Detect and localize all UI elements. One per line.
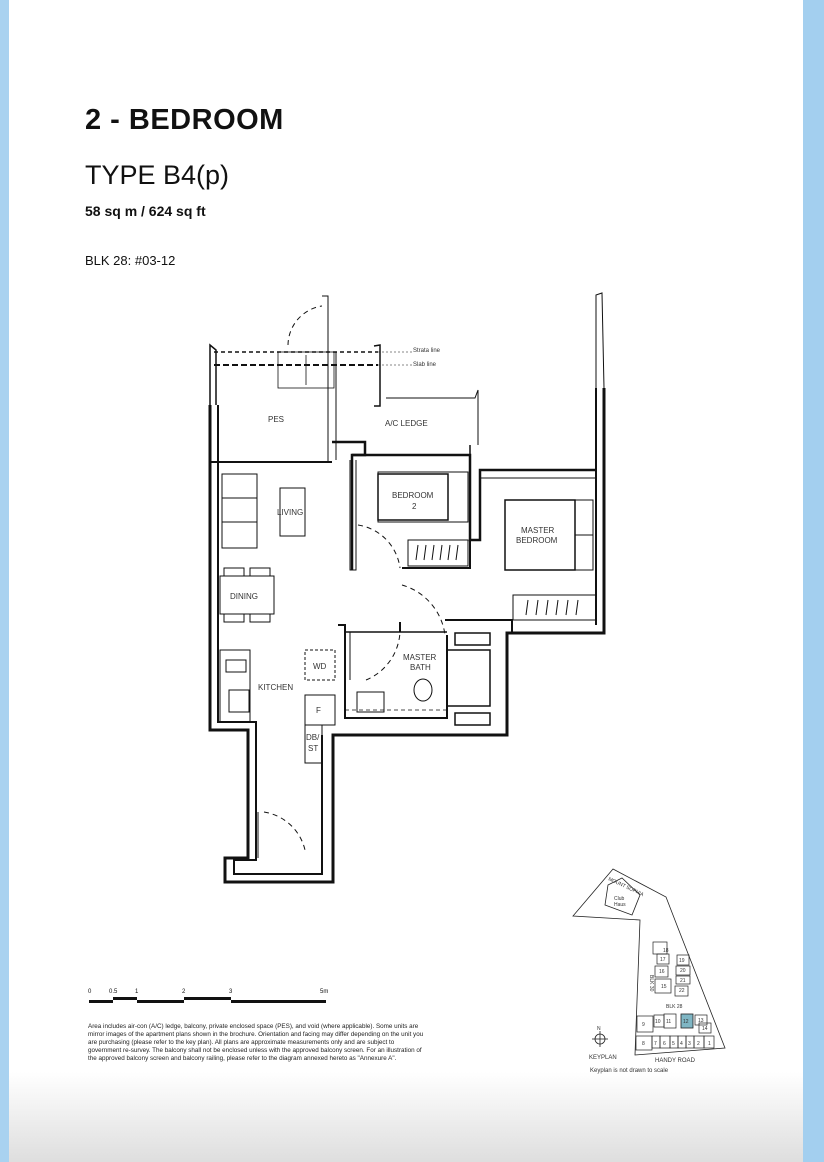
room-label-ac-ledge: A/C LEDGE <box>385 419 428 428</box>
label-washer-dryer: WD <box>313 662 327 671</box>
viewer-edge-left <box>0 0 9 1162</box>
keyplan-unit: 9 <box>642 1022 645 1028</box>
keyplan-unit: 16 <box>659 969 665 975</box>
keyplan-unit: 21 <box>680 978 686 984</box>
keyplan-unit: 5 <box>672 1041 675 1047</box>
keyplan-unit: 3 <box>688 1041 691 1047</box>
room-label-kitchen: KITCHEN <box>258 683 293 692</box>
unit-number: BLK 28: #03-12 <box>85 253 176 268</box>
scale-tick: 2 <box>182 989 186 995</box>
slab-line-label: Slab line <box>413 362 437 368</box>
keyplan-club-haus: Haus <box>614 902 626 908</box>
label-fridge: F <box>316 706 321 715</box>
keyplan-club: Club <box>614 896 625 902</box>
room-label-master: MASTER <box>521 526 555 535</box>
keyplan-unit: 4 <box>680 1041 683 1047</box>
viewer-edge-right <box>803 0 824 1162</box>
keyplan <box>572 868 726 1056</box>
room-label-living: LIVING <box>277 508 303 517</box>
keyplan-unit: 7 <box>654 1041 657 1047</box>
page-bottom-shadow <box>9 1072 803 1162</box>
room-label-dining: DINING <box>230 592 258 601</box>
keyplan-road-bottom: HANDY ROAD <box>655 1058 696 1064</box>
keyplan-unit: 12 <box>683 1019 689 1025</box>
keyplan-blk30: BLK 30 <box>648 975 654 992</box>
keyplan-unit: 14 <box>702 1026 708 1032</box>
keyplan-unit: 19 <box>679 958 685 964</box>
keyplan-unit: 17 <box>660 957 666 963</box>
keyplan-blk28: BLK 28 <box>666 1004 683 1010</box>
keyplan-unit: 8 <box>642 1041 645 1047</box>
keyplan-highlight-unit <box>680 1013 694 1029</box>
keyplan-unit: 18 <box>663 948 669 954</box>
scale-tick: 3 <box>229 989 233 995</box>
room-label-master-bath: MASTER <box>403 653 437 662</box>
keyplan-unit: 2 <box>697 1041 700 1047</box>
keyplan-unit: 6 <box>663 1041 666 1047</box>
scale-tick: 0 <box>88 989 92 995</box>
label-db: DB/ <box>306 733 320 742</box>
scale-tick: 0.5 <box>109 989 118 995</box>
room-label-master-bedroom: BEDROOM <box>516 536 558 545</box>
keyplan-label: KEYPLAN <box>589 1055 617 1061</box>
unit-type: TYPE B4(p) <box>85 160 230 190</box>
keyplan-unit: 10 <box>655 1019 661 1025</box>
keyplan-unit: 11 <box>666 1019 671 1025</box>
disclaimer-text: Area includes air-con (A/C) ledge, balco… <box>88 1023 424 1062</box>
keyplan-unit: 1 <box>708 1041 711 1047</box>
room-label-bedroom2: BEDROOM <box>392 491 434 500</box>
label-st: ST <box>308 744 318 753</box>
room-label-bath: BATH <box>410 663 431 672</box>
scale-bar <box>89 997 326 1003</box>
keyplan-road-top: MOUNT SOPHIA <box>607 876 645 898</box>
keyplan-unit: 13 <box>698 1018 704 1024</box>
strata-line-label: Strata line <box>413 348 441 354</box>
keyplan-unit: 22 <box>679 988 685 994</box>
keyplan-note: Keyplan is not drawn to scale <box>590 1068 669 1074</box>
room-label-bedroom2-num: 2 <box>412 502 417 511</box>
unit-area: 58 sq m / 624 sq ft <box>85 203 206 219</box>
scale-tick: 1 <box>135 989 139 995</box>
scale-tick: 5m <box>320 989 329 995</box>
keyplan-unit: 15 <box>661 984 667 990</box>
keyplan-unit: 20 <box>680 968 686 974</box>
room-label-pes: PES <box>268 415 284 424</box>
north-icon: N <box>597 1026 601 1032</box>
page-title: 2 - BEDROOM <box>85 104 284 136</box>
